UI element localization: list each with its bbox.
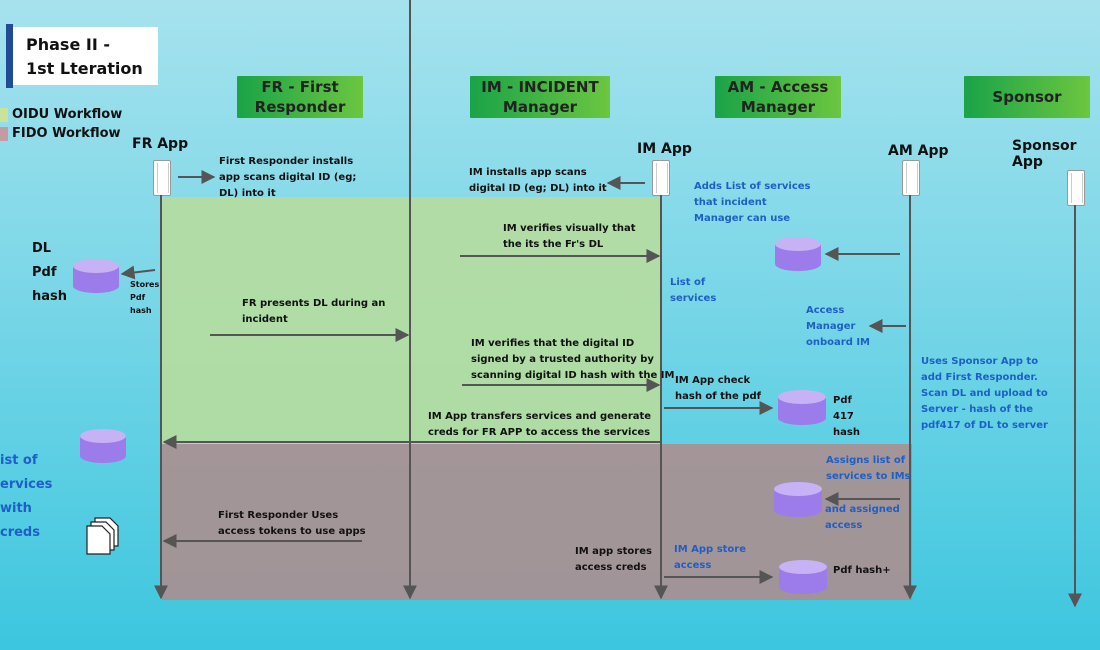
list-of-services-creds-label: ist of ervices with creds (0, 453, 53, 540)
credentials-documents-icon (86, 517, 119, 555)
step-adds-services: Adds List of services that incident Mana… (694, 181, 811, 224)
step-assigns-services: Assigns list of services to IMs (826, 455, 911, 482)
fido-legend-label: FIDO Workflow (12, 126, 121, 141)
dl-pdf-hash-label: DL Pdf hash (32, 241, 68, 304)
step-pdf417-hash: Pdf 417 hash (833, 395, 860, 438)
step-sponsor-note: Uses Sponsor App to add First Responder.… (921, 356, 1048, 431)
sponsor-role-badge: Sponsor (964, 76, 1090, 118)
database-icon-fr-services (80, 429, 126, 463)
database-icon-fr-dl (73, 259, 119, 293)
database-icon-am-services (775, 237, 821, 271)
arrow-db-stores (120, 265, 156, 280)
phase-box (8, 27, 158, 85)
database-icon-pdf-hash-plus (779, 560, 827, 594)
oidu-workflow-region (162, 197, 662, 444)
step-fr-presents: FR presents DL during an incident (242, 298, 386, 325)
step-im-verifies-visual: IM verifies visually that the its the Fr… (503, 223, 636, 250)
step-im-verifies-signed: IM verifies that the digital ID signed b… (471, 338, 675, 381)
database-icon-am-assigned (774, 482, 822, 517)
sponsor-app-label: Sponsor App (1012, 138, 1077, 170)
im-role-badge: IM - INCIDENT Manager (470, 76, 610, 118)
step-list-of-services: List of services (670, 277, 717, 304)
fr-app-label: FR App (132, 136, 189, 152)
oidu-legend-label: OIDU Workflow (12, 107, 123, 122)
phase-accent-bar (6, 24, 13, 88)
step-im-install: IM installs app scans digital ID (eg; DL… (469, 167, 607, 194)
step-im-check-hash: IM App check hash of the pdf (675, 375, 761, 402)
im-app-label: IM App (637, 141, 692, 157)
database-icon-pdf417 (778, 390, 826, 425)
step-fr-install: First Responder installs app scans digit… (219, 156, 357, 199)
fr-role-badge: FR - First Responder (237, 76, 363, 118)
step-pdf-hash-plus: Pdf hash+ (833, 565, 891, 576)
phase-title: Phase II - 1st Lteration (26, 33, 143, 81)
stores-pdf-hash-label: Stores Pdf hash (130, 280, 160, 315)
am-phone-icon (902, 160, 920, 196)
fr-phone-icon (153, 160, 171, 196)
phase-line-1: Phase II - (26, 35, 110, 54)
step-and-assigned: and assigned access (825, 504, 900, 531)
step-im-transfers: IM App transfers services and generate c… (428, 411, 652, 438)
im-phone-icon (652, 160, 670, 196)
step-im-stores-creds: IM app stores access creds (575, 546, 652, 573)
phase-line-2: 1st Lteration (26, 59, 143, 78)
am-app-label: AM App (888, 143, 949, 159)
oidu-legend-swatch (0, 108, 8, 122)
am-role-badge: AM - Access Manager (715, 76, 841, 118)
step-access-manager-onboard: Access Manager onboard IM (806, 305, 871, 348)
fido-legend-swatch (0, 127, 8, 141)
step-im-store-access: IM App store access (674, 544, 747, 571)
step-fr-uses-tokens: First Responder Uses access tokens to us… (218, 510, 366, 537)
